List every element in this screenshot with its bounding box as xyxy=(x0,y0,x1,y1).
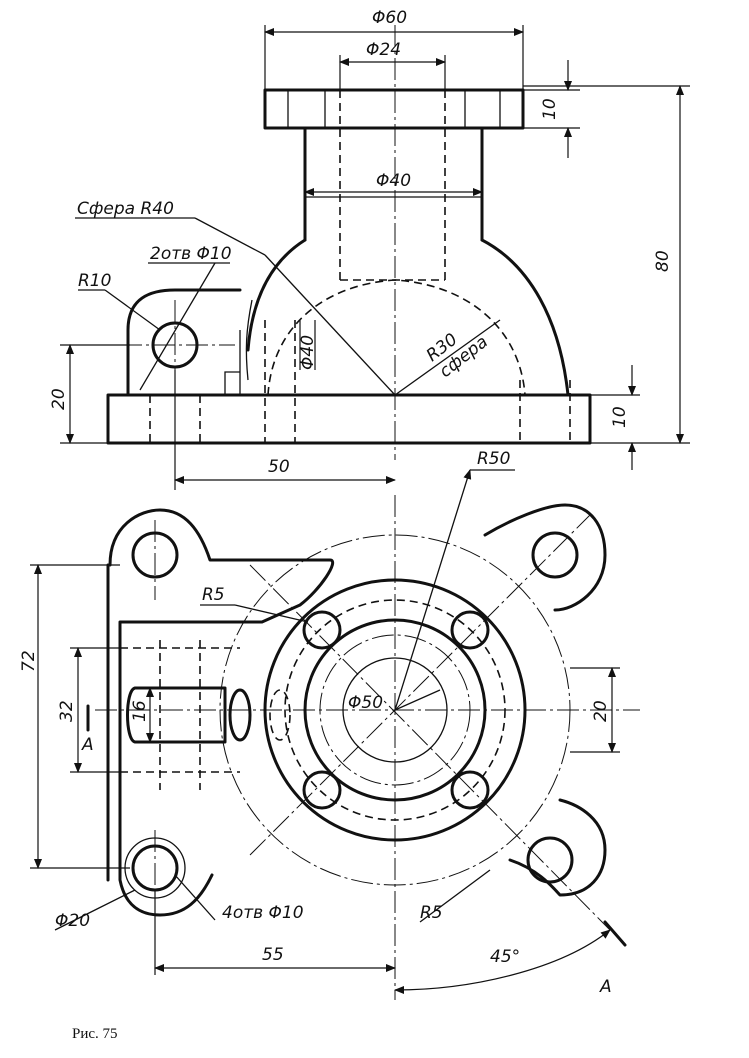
label-h10-top: 10 xyxy=(540,98,560,120)
lug-top-right xyxy=(483,503,607,612)
top-outline-left xyxy=(108,508,335,917)
label-r5-bottom: R5 xyxy=(420,903,443,923)
label-section-left: A xyxy=(81,735,94,755)
hole-bottom-right xyxy=(526,836,574,884)
label-d20: Φ20 xyxy=(55,911,90,931)
figure-caption: Рис. 75 xyxy=(72,1026,118,1042)
base-plate xyxy=(106,393,592,445)
notch-4 xyxy=(450,770,490,810)
front-view: Φ60 Φ24 Φ40 10 80 Сфера R40 2отв Φ10 R10… xyxy=(49,8,690,490)
label-h10-base: 10 xyxy=(610,406,630,428)
sphere-outline-right xyxy=(480,238,570,397)
side-bore xyxy=(126,686,227,744)
top-flange xyxy=(263,88,525,130)
label-50: 50 xyxy=(268,457,290,477)
label-4-holes: 4отв Φ10 xyxy=(222,903,304,923)
label-45deg: 45° xyxy=(490,947,520,967)
label-h20: 20 xyxy=(49,388,69,410)
label-d40-small: Φ40 xyxy=(298,335,318,370)
left-lug xyxy=(126,288,242,397)
label-section-right: A xyxy=(599,977,612,997)
label-r50: R50 xyxy=(477,449,510,469)
label-32: 32 xyxy=(57,700,77,722)
notch-3 xyxy=(302,770,342,810)
hole-top-right xyxy=(531,531,579,579)
label-16: 16 xyxy=(130,700,150,722)
label-r10: R10 xyxy=(78,271,111,291)
top-view: R50 R5 72 32 16 A Φ50 20 Φ20 4отв Φ10 R5… xyxy=(19,449,640,1000)
notch-1 xyxy=(302,610,342,650)
section-mark-right xyxy=(603,920,627,947)
label-d50: Φ50 xyxy=(348,693,383,713)
label-20: 20 xyxy=(591,700,611,722)
label-r5-top: R5 xyxy=(202,585,225,605)
label-2-holes: 2отв Φ10 xyxy=(150,244,232,264)
label-d40: Φ40 xyxy=(376,171,411,191)
label-sphere-r40: Сфера R40 xyxy=(77,199,174,219)
label-55: 55 xyxy=(262,945,284,965)
notch-2 xyxy=(450,610,490,650)
label-d24: Φ24 xyxy=(366,40,401,60)
label-72: 72 xyxy=(19,650,39,672)
label-d60: Φ60 xyxy=(372,8,407,28)
label-h80: 80 xyxy=(653,250,673,272)
sphere-outline-left xyxy=(246,238,307,352)
